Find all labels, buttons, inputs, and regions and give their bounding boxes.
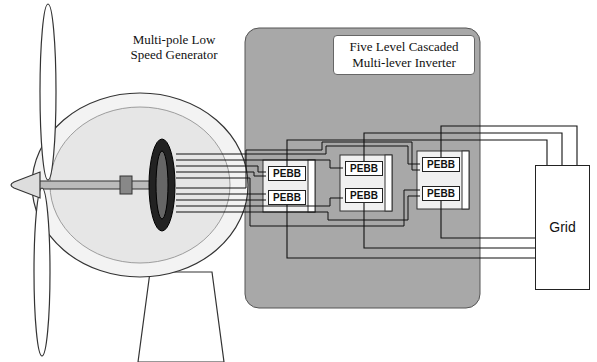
pebb-frame bbox=[263, 160, 315, 212]
node-label: PEBB bbox=[350, 163, 378, 174]
coupling bbox=[120, 176, 132, 194]
generator-wires bbox=[176, 142, 420, 226]
pebb-box: PEBB bbox=[268, 190, 306, 205]
pebb-box: PEBB bbox=[422, 186, 460, 201]
inverter-region: Five Level Cascaded Multi-lever Inverter… bbox=[245, 28, 480, 308]
node-label: PEBB bbox=[427, 188, 455, 199]
pebb-box: PEBB bbox=[345, 161, 383, 176]
hub bbox=[11, 172, 40, 198]
pebb-box: PEBB bbox=[268, 166, 306, 181]
wire bbox=[441, 201, 535, 238]
pebb-frame bbox=[340, 155, 392, 211]
pebb-bus bbox=[462, 151, 469, 209]
pebb-box: PEBB bbox=[422, 157, 460, 172]
pebb-bus bbox=[308, 160, 315, 212]
region-title: Five Level Cascaded Multi-lever Inverter bbox=[333, 35, 475, 75]
inverter-housing bbox=[245, 28, 480, 308]
blade bbox=[40, 4, 56, 180]
node-label: PEBB bbox=[427, 159, 455, 170]
shaft bbox=[38, 181, 156, 189]
tower bbox=[138, 272, 224, 362]
wire bbox=[364, 203, 535, 248]
pebb-frame bbox=[417, 151, 469, 209]
generator-rotor bbox=[149, 139, 175, 231]
node-label: PEBB bbox=[273, 168, 301, 179]
wire bbox=[364, 133, 562, 165]
wire bbox=[287, 140, 547, 166]
blade bbox=[34, 188, 50, 356]
grid-box: Grid bbox=[535, 165, 590, 290]
node-label: PEBB bbox=[273, 192, 301, 203]
node-label: PEBB bbox=[350, 190, 378, 201]
pebb-box: PEBB bbox=[345, 188, 383, 203]
generator-stator bbox=[156, 151, 168, 219]
wire bbox=[441, 126, 577, 165]
nacelle bbox=[32, 93, 248, 277]
wire bbox=[287, 205, 535, 258]
pebb-bus bbox=[385, 155, 392, 211]
generator-label: Multi-pole Low Speed Generator bbox=[118, 32, 230, 62]
node-label: Grid bbox=[549, 220, 575, 235]
